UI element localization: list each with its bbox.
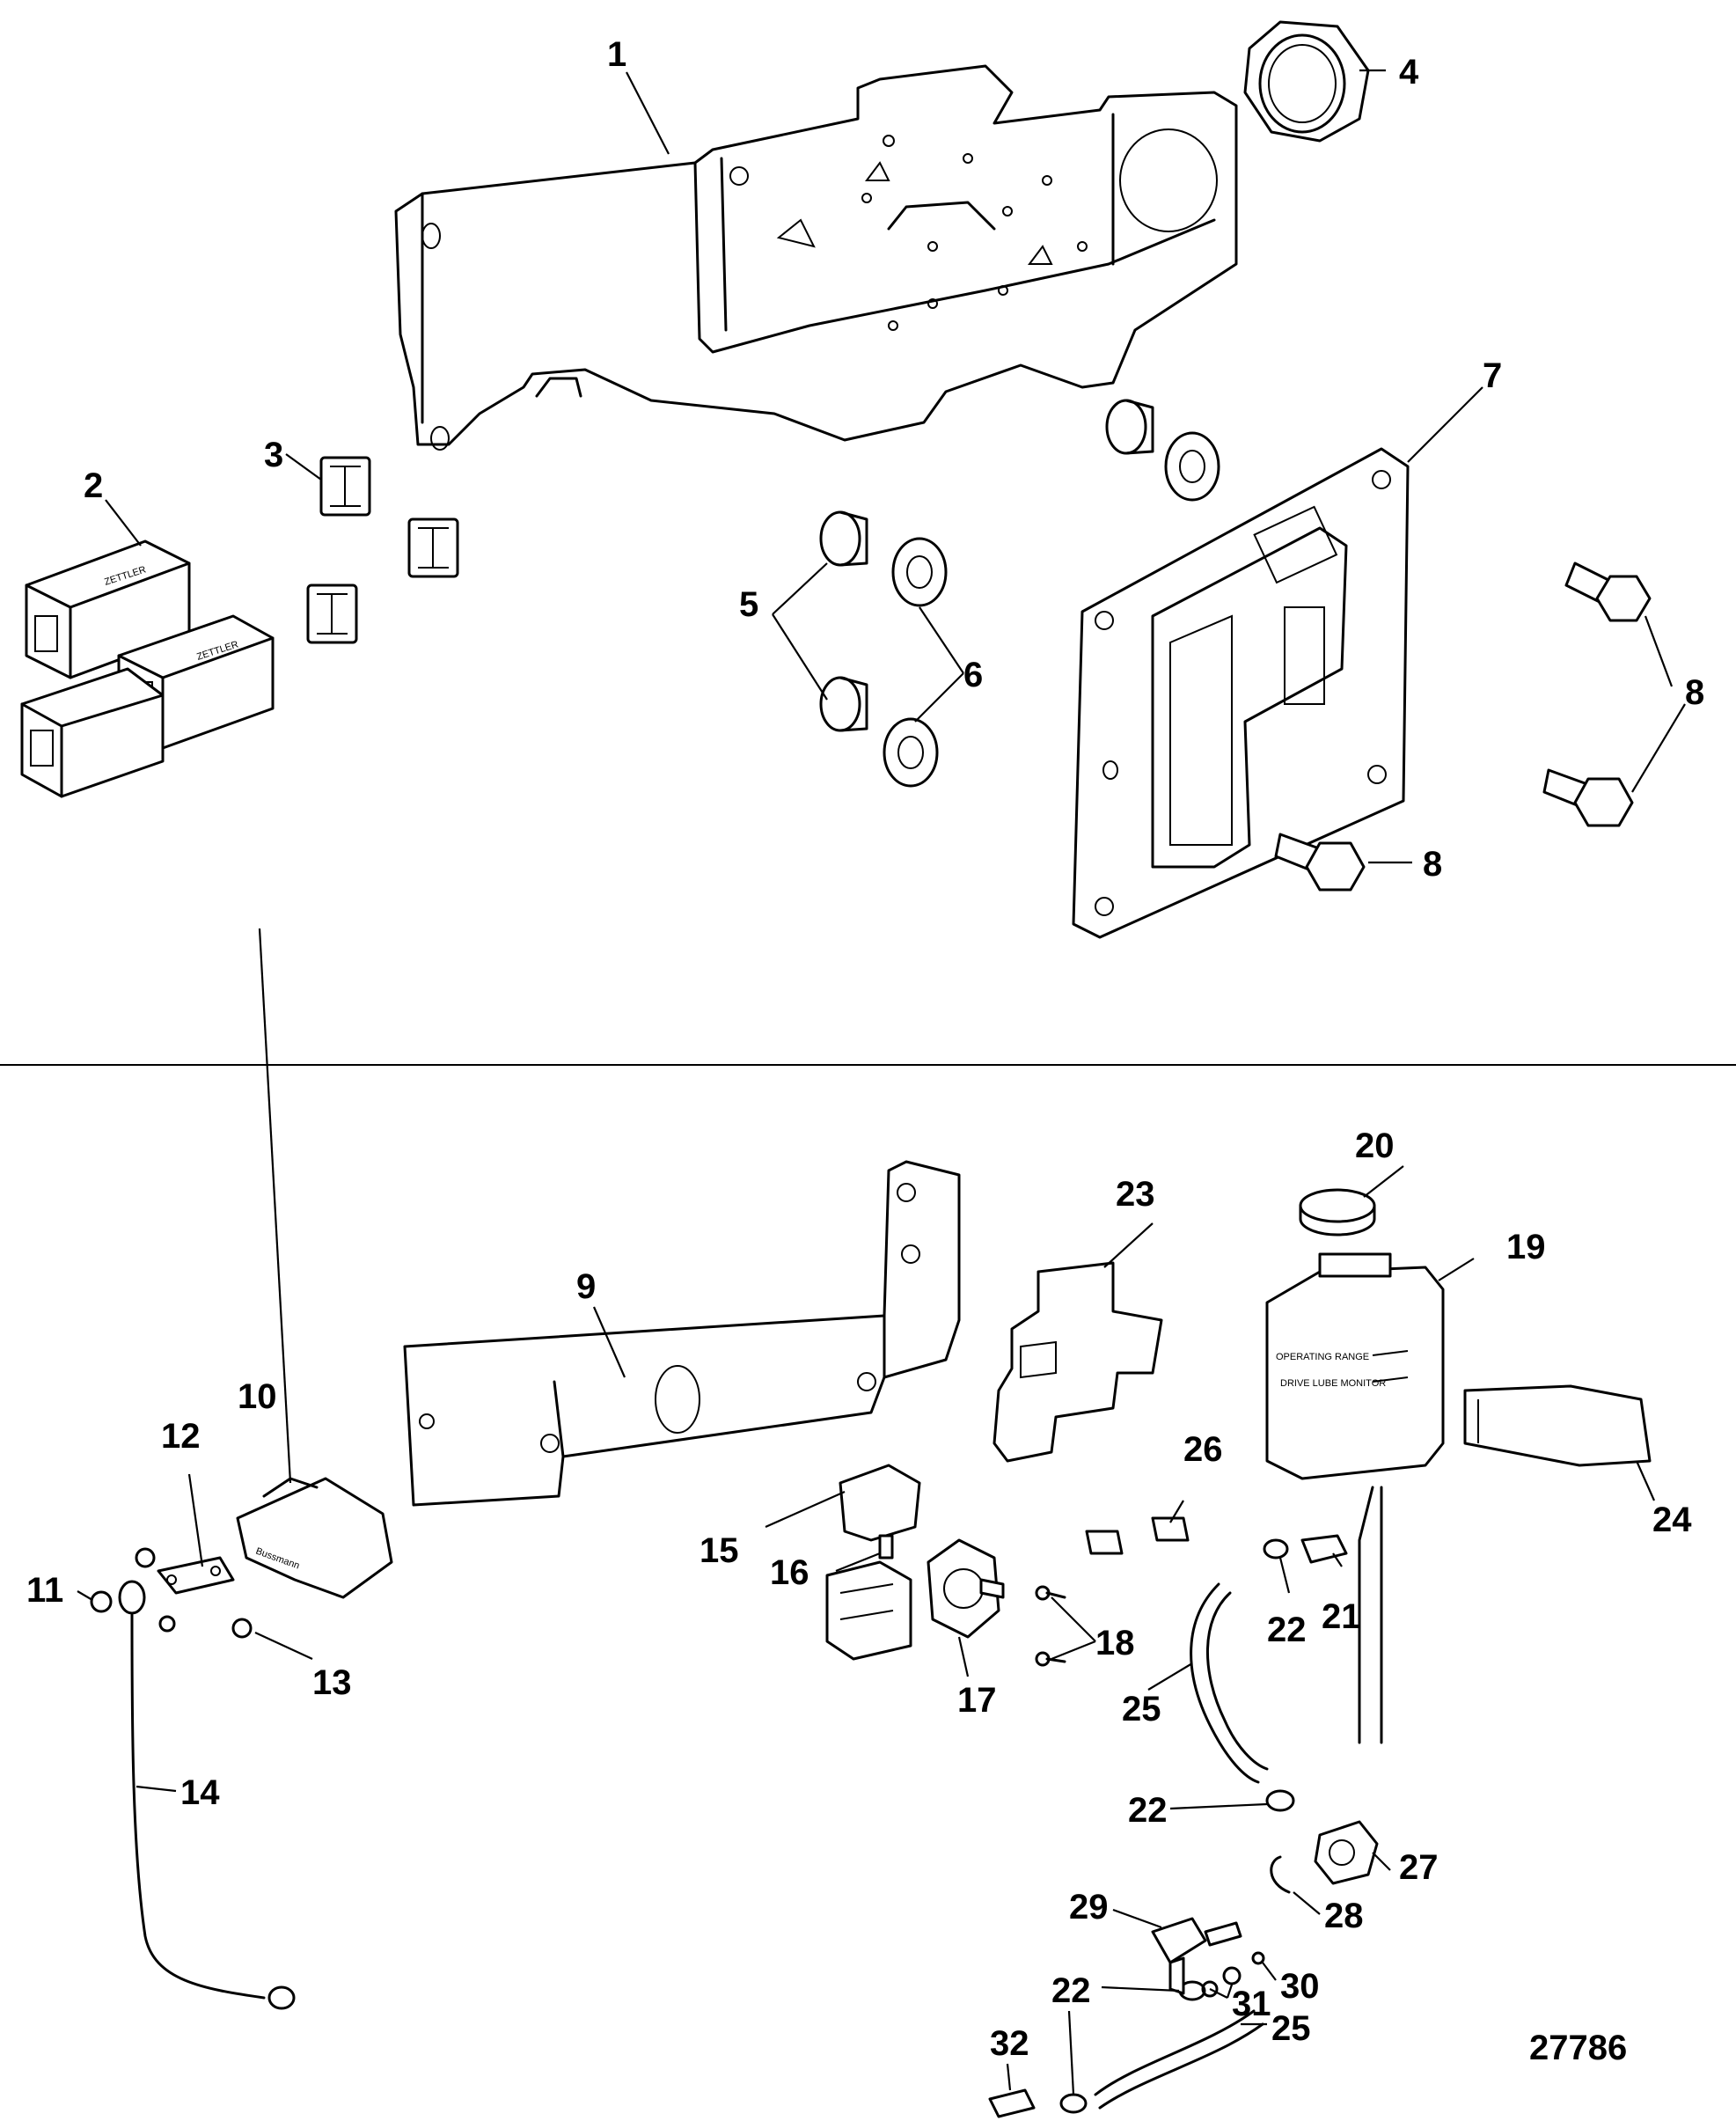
clip-bracket-part-23 — [993, 1261, 1163, 1463]
callout-28: 28 — [1324, 1897, 1364, 1935]
sender-part-17 — [927, 1538, 1005, 1639]
callout-7: 7 — [1483, 356, 1502, 395]
reservoir-label-operating-range: OPERATING RANGE — [1276, 1352, 1369, 1362]
connector-part-15 — [839, 1464, 921, 1542]
terminal-part-16 — [825, 1534, 912, 1661]
ground-cable-part-14 — [118, 1580, 296, 2010]
callout-4: 4 — [1399, 53, 1419, 92]
callout-27: 27 — [1399, 1848, 1439, 1887]
callout-24: 24 — [1652, 1501, 1692, 1539]
o-ring-part-31 — [1201, 1966, 1242, 1998]
callout-18: 18 — [1095, 1624, 1135, 1662]
screw-part-18 — [1035, 1585, 1066, 1667]
control-module-part-7 — [1072, 447, 1410, 939]
callout-labels: 1 4 3 2 7 5 6 8 8 20 23 19 9 10 12 26 24… — [26, 35, 1704, 2067]
leader-lines — [77, 69, 1686, 2095]
fuse-holder-part-10: Bussmann — [236, 1477, 393, 1599]
callout-14: 14 — [180, 1773, 220, 1812]
elbow-fitting-part-29 — [1151, 1917, 1242, 1995]
callout-31: 31 — [1232, 1985, 1271, 2023]
callout-2: 2 — [84, 466, 103, 505]
hex-nut-part-4 — [1243, 20, 1370, 143]
hose-part-25 — [1094, 1582, 1269, 2110]
o-ring-part-30 — [1251, 1951, 1265, 1965]
callout-12: 12 — [161, 1417, 201, 1456]
barb-fitting-part-32 — [988, 2088, 1036, 2118]
callout-22: 22 — [1267, 1611, 1307, 1649]
callout-21: 21 — [1322, 1597, 1361, 1636]
o-ring-part-28 — [1270, 1855, 1291, 1894]
callout-6: 6 — [963, 656, 983, 694]
fuse-strip-part-12 — [157, 1556, 235, 1595]
callout-9: 9 — [576, 1267, 596, 1306]
relay-part-2: ZETTLER ZETTLER — [20, 539, 275, 798]
callout-32: 32 — [990, 2024, 1029, 2063]
callout-16: 16 — [770, 1553, 809, 1592]
bolt-part-26 — [1085, 1516, 1190, 1555]
reservoir-cap-part-20 — [1299, 1188, 1376, 1237]
bolt-part-8 — [1274, 561, 1652, 892]
hose-fitting-part-21 — [1300, 1534, 1348, 1564]
callout-17: 17 — [957, 1681, 997, 1720]
callout-8: 8 — [1685, 673, 1704, 712]
callout-13: 13 — [312, 1663, 352, 1702]
adapter-part-27 — [1314, 1820, 1379, 1885]
bracket-part-1 — [394, 64, 1238, 451]
strap-part-24 — [1463, 1384, 1652, 1467]
callout-30: 30 — [1280, 1967, 1320, 2006]
connector-clip-part-3 — [306, 456, 459, 644]
callout-23: 23 — [1116, 1175, 1155, 1214]
callout-19: 19 — [1506, 1228, 1546, 1266]
callout-3: 3 — [264, 436, 283, 474]
hose-clamp-part-22 — [1059, 1538, 1295, 2114]
callout-26: 26 — [1183, 1430, 1223, 1469]
fluid-reservoir-part-19: OPERATING RANGE DRIVE LUBE MONITOR — [1265, 1252, 1445, 1744]
nut-part-11 — [90, 1590, 113, 1613]
spacer-part-5 — [819, 399, 1154, 732]
bracket-part-9 — [403, 1160, 961, 1507]
callout-15: 15 — [700, 1531, 739, 1570]
callout-20: 20 — [1355, 1127, 1395, 1165]
callout-22-lower: 22 — [1051, 1971, 1091, 2010]
callout-25-lower: 25 — [1271, 2009, 1311, 2048]
callout-11: 11 — [26, 1571, 63, 1610]
callout-22-mid: 22 — [1128, 1791, 1168, 1830]
screw-part-13 — [135, 1547, 253, 1639]
callout-25: 25 — [1122, 1690, 1161, 1728]
grommet-part-6 — [883, 431, 1220, 788]
callout-10: 10 — [238, 1377, 277, 1416]
callout-8-lower: 8 — [1423, 845, 1442, 884]
figure-number: 27786 — [1529, 2029, 1627, 2067]
callout-5: 5 — [739, 585, 758, 624]
callout-1: 1 — [607, 35, 626, 74]
reservoir-label-drive-lube-monitor: DRIVE LUBE MONITOR — [1280, 1378, 1386, 1389]
callout-29: 29 — [1069, 1888, 1109, 1927]
